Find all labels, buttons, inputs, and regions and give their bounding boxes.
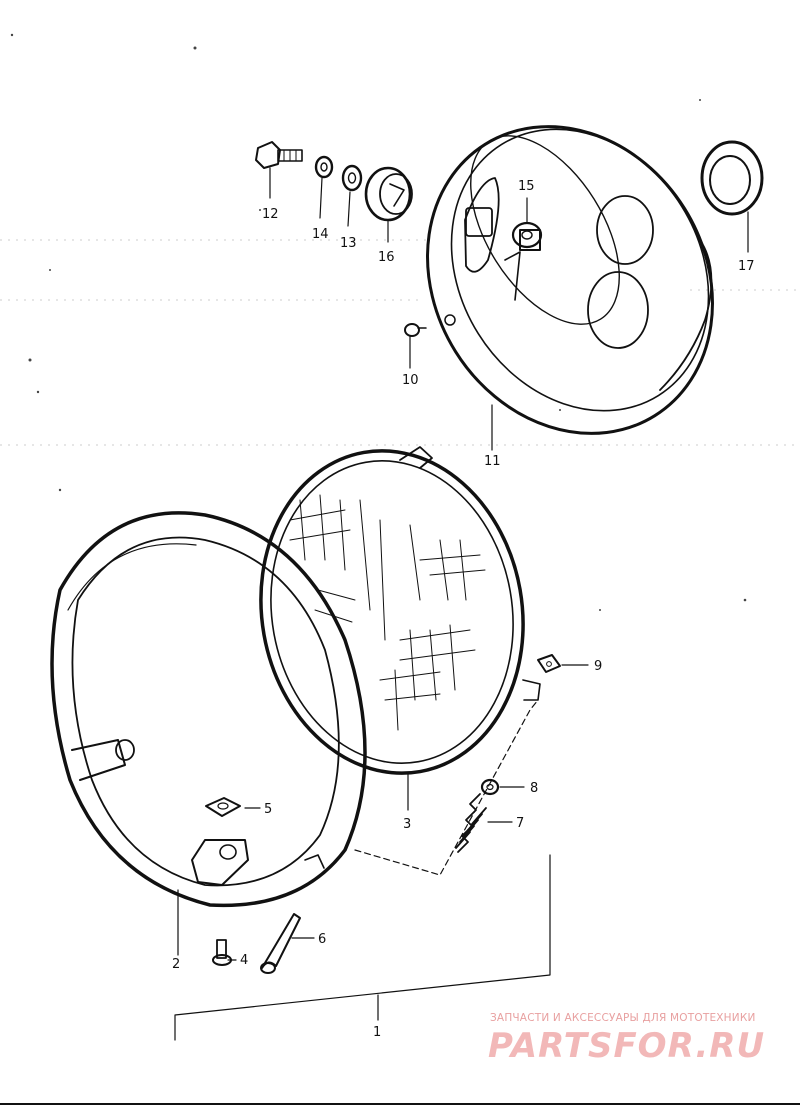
callout-15: 15 [518, 179, 535, 194]
rubber-boot-icon [700, 140, 764, 216]
callout-7: 7 [516, 816, 524, 831]
callout-14: 14 [312, 227, 329, 242]
callout-4: 4 [240, 953, 248, 968]
scan-streaks [0, 239, 800, 446]
callout-3: 3 [403, 817, 411, 832]
callout-numbers: 12 14 13 16 15 17 10 11 9 8 7 5 3 6 2 4 … [172, 179, 755, 1040]
nut-icon-2 [537, 654, 561, 673]
leader-lines [174, 167, 749, 1041]
grommet-icon [364, 166, 413, 222]
callout-11: 11 [484, 454, 501, 469]
watermark-logo[interactable]: PARTSFOR.RU [488, 1026, 766, 1066]
watermark-tagline: ЗАПЧАСТИ И АКСЕССУАРЫ ДЛЯ МОТОТЕХНИКИ [490, 1012, 756, 1024]
callout-17: 17 [738, 259, 755, 274]
callout-6: 6 [318, 932, 326, 947]
washer-icon [341, 164, 363, 192]
callout-10: 10 [402, 373, 419, 388]
bolt-icon [255, 141, 303, 169]
screw-icon [260, 913, 301, 974]
headlight-lens-icon [259, 446, 541, 775]
callout-2: 2 [172, 957, 180, 972]
nut-icon [205, 797, 241, 817]
callout-16: 16 [378, 250, 395, 265]
screw-icon-2 [212, 939, 232, 966]
lock-washer-icon [314, 155, 334, 179]
clip-icon [404, 323, 427, 337]
callout-8: 8 [530, 781, 538, 796]
spring-icon [455, 793, 487, 853]
adjuster-nut-icon [511, 221, 543, 249]
callout-9: 9 [594, 659, 602, 674]
callout-5: 5 [264, 802, 272, 817]
headlight-rim-icon [50, 511, 367, 908]
headlight-housing-icon [426, 125, 714, 435]
scan-noise [10, 33, 747, 611]
callout-12: 12 [262, 207, 279, 222]
callout-1: 1 [373, 1025, 381, 1040]
callout-13: 13 [340, 236, 357, 251]
